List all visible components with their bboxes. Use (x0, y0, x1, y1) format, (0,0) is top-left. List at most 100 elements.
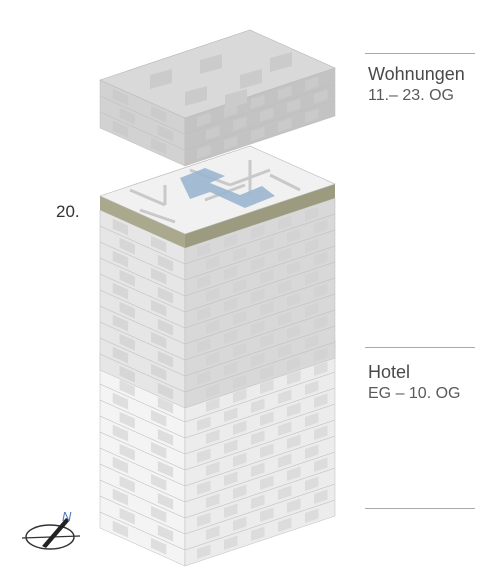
apartment-floor-recess-2-2 (251, 256, 265, 271)
hotel-floor-recess-10-2 (251, 526, 265, 541)
apartment-floor-recess-6-1 (224, 329, 238, 344)
apartment-floor-recess-9-3 (287, 356, 301, 371)
apartment-floor-recess-5-4 (314, 283, 328, 298)
hotel-floor-recess-3-2 (260, 411, 274, 426)
hotel-floor-recess-1-1 (233, 388, 247, 403)
upper-floor-recess-left-1-1 (157, 124, 174, 142)
hotel-floor-recess-left-9-1 (157, 524, 174, 542)
hotel-floor-recess-9-4 (314, 489, 328, 504)
apartment-block-upper (99, 29, 336, 167)
roof-block-2 (240, 69, 262, 89)
section-label-apartments: Wohnungen 11.– 23. OG (368, 64, 465, 105)
apartment-floor-recess-8-3 (278, 343, 292, 358)
hotel-floor-recess-1-3 (287, 370, 301, 385)
apartment-floor-recess-0-1 (224, 233, 238, 248)
upper-floor-recess-1-2 (260, 107, 274, 122)
apartment-floor-recess-left-1-1 (157, 254, 174, 272)
apartment-floor-recess-0-3 (278, 215, 292, 230)
hotel-floor-recess-8-4 (305, 476, 319, 491)
hotel-floor-recess-6-0 (197, 480, 211, 495)
hotel-floor-recess-7-4 (314, 457, 328, 472)
hotel-floor-recess-3-0 (206, 429, 220, 444)
hotel-floor-recess-left-8-0 (112, 488, 129, 506)
apartment-floor-recess-left-4-0 (112, 282, 129, 300)
hotel-floor-recess-8-2 (251, 494, 265, 509)
apartment-floor-recess-3-0 (206, 287, 220, 302)
hotel-floor-recess-7-0 (206, 493, 220, 508)
apartment-floor-recess-0-0 (197, 242, 211, 257)
hotel-floor-recess-2-3 (278, 389, 292, 404)
hotel-floor-recess-1-4 (314, 361, 328, 376)
hotel-floor-recess-5-1 (233, 452, 247, 467)
roof-block-5 (225, 89, 247, 109)
hotel-floor-recess-left-3-0 (119, 411, 135, 429)
hotel-floor-recess-left-4-1 (151, 441, 167, 459)
hotel-floor-recess-left-7-1 (157, 492, 174, 510)
apartment-floor-recess-4-1 (224, 297, 238, 312)
apartment-floor-recess-7-1 (233, 342, 247, 357)
hotel-floor-recess-1-0 (206, 397, 220, 412)
divider-bottom (365, 508, 475, 509)
apartment-floor-recess-8-4 (305, 334, 319, 349)
upper-floor-recess-1-4 (314, 89, 328, 104)
apartment-floor-recess-4-3 (278, 279, 292, 294)
highlighted-unit (180, 168, 275, 208)
floor-plan-wall-0 (129, 188, 166, 207)
apartment-floor-recess-6-2 (251, 320, 265, 335)
section-label-hotel: Hotel EG – 10. OG (368, 362, 460, 403)
floor-marker-label: 20. (56, 202, 80, 221)
roof-block-0 (150, 69, 172, 89)
hotel-floor-recess-left-10-1 (151, 537, 167, 555)
apartment-floor-recess-9-0 (206, 383, 220, 398)
hotel-floor-recess-7-1 (233, 484, 247, 499)
apartment-floor-recess-6-0 (197, 338, 211, 353)
hotel-floor-recess-left-8-1 (151, 505, 167, 523)
hotel-floor-recess-4-1 (224, 439, 238, 454)
divider-middle (365, 347, 475, 348)
apartment-floor-recess-5-3 (287, 292, 301, 307)
hotel-floor-recess-4-3 (278, 421, 292, 436)
apartment-floor-recess-9-2 (260, 365, 274, 380)
apartment-floor-recess-2-3 (278, 247, 292, 262)
apartment-floor-recess-left-0-0 (112, 218, 129, 236)
apartment-floor-recess-4-2 (251, 288, 265, 303)
hotel-floor-recess-left-2-1 (151, 409, 167, 427)
hotel-floor-recess-left-1-1 (157, 396, 174, 414)
upper-floor-recess-2-2 (251, 126, 265, 141)
apartment-floor-recess-6-3 (278, 311, 292, 326)
apartment-floor-recess-left-1-0 (119, 237, 135, 255)
hotel-floor-recess-left-10-0 (112, 520, 129, 538)
apartment-floor-recess-7-0 (206, 351, 220, 366)
hotel-floor-recess-10-4 (305, 508, 319, 523)
apartment-floor-recess-1-4 (314, 219, 328, 234)
hotel-floor-recess-9-3 (287, 498, 301, 513)
apartment-floor-recess-left-9-0 (119, 365, 135, 383)
apartment-floor-recess-5-1 (233, 310, 247, 325)
apartment-floor-recess-left-2-1 (151, 267, 167, 285)
apartment-floor-recess-7-4 (314, 315, 328, 330)
upper-floor-recess-0-2 (251, 94, 265, 109)
hotel-floor-recess-6-3 (278, 453, 292, 468)
apartment-floor-recess-1-3 (287, 228, 301, 243)
upper-floor-recess-1-3 (287, 98, 301, 113)
hotel-floor-recess-9-0 (206, 525, 220, 540)
hotel-floor-recess-2-4 (305, 380, 319, 395)
compass-north-label: N (62, 509, 72, 524)
hotel-floor-recess-10-0 (197, 544, 211, 559)
hotel-floor-recess-6-4 (305, 444, 319, 459)
apartment-floor-recess-0-2 (251, 224, 265, 239)
apartment-floor-recess-left-3-0 (119, 269, 135, 287)
upper-floor-recess-0-0 (197, 112, 211, 127)
upper-floor-recess-left-1-0 (119, 107, 135, 125)
apartment-floor-recess-left-0-1 (151, 235, 167, 253)
apartment-floor-recess-9-4 (314, 347, 328, 362)
apartment-floor-recess-6-4 (305, 302, 319, 317)
floor-plan-wall-7 (269, 173, 301, 192)
hotel-floor-recess-8-0 (197, 512, 211, 527)
hotel-floor-recess-left-6-1 (151, 473, 167, 491)
apartment-floor-recess-left-9-1 (157, 382, 174, 400)
compass-icon (21, 518, 81, 550)
apartment-floor-recess-4-4 (305, 270, 319, 285)
apartment-floor-recess-0-4 (305, 206, 319, 221)
